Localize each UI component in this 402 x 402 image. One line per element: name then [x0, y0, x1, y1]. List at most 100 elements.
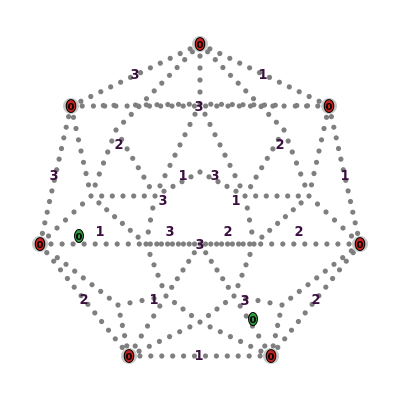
grid-dot[interactable]	[275, 322, 281, 328]
grid-dot[interactable]	[147, 241, 153, 247]
grid-dot[interactable]	[227, 162, 233, 168]
grid-dot[interactable]	[158, 241, 164, 247]
grid-dot[interactable]	[318, 137, 325, 143]
grid-dot[interactable]	[227, 55, 233, 61]
grid-dot[interactable]	[316, 148, 322, 154]
grid-dot[interactable]	[187, 121, 193, 127]
anchor-node-left[interactable]: 0	[32, 236, 48, 252]
grid-dot[interactable]	[187, 324, 193, 330]
grid-dot[interactable]	[127, 300, 133, 306]
grid-dot[interactable]	[202, 353, 209, 359]
grid-dot[interactable]	[165, 241, 171, 247]
grid-dot[interactable]	[66, 114, 72, 120]
grid-dot[interactable]	[79, 201, 86, 207]
grid-dot[interactable]	[224, 183, 230, 189]
grid-dot[interactable]	[251, 241, 257, 247]
grid-dot[interactable]	[169, 103, 175, 109]
clue-number[interactable]: 3	[165, 225, 174, 240]
grid-dot[interactable]	[249, 229, 255, 235]
grid-dot[interactable]	[42, 220, 48, 226]
grid-dot[interactable]	[340, 167, 346, 173]
grid-dot[interactable]	[259, 165, 265, 171]
grid-dot[interactable]	[212, 57, 218, 63]
grid-dot[interactable]	[56, 156, 62, 162]
grid-dot[interactable]	[54, 167, 60, 173]
grid-dot[interactable]	[275, 344, 281, 350]
grid-dot[interactable]	[288, 295, 294, 301]
grid-dot[interactable]	[144, 323, 151, 329]
grid-dot[interactable]	[78, 148, 84, 154]
grid-dot[interactable]	[205, 312, 212, 319]
grid-dot[interactable]	[203, 250, 209, 256]
grid-dot[interactable]	[143, 102, 149, 108]
grid-dot[interactable]	[132, 343, 138, 349]
grid-dot[interactable]	[188, 174, 194, 180]
grid-dot[interactable]	[70, 241, 76, 247]
grid-dot[interactable]	[197, 77, 203, 83]
clue-number[interactable]: 3	[240, 294, 249, 309]
grid-dot[interactable]	[191, 353, 198, 359]
grid-dot[interactable]	[112, 214, 118, 220]
grid-dot[interactable]	[197, 319, 203, 325]
grid-dot[interactable]	[282, 214, 288, 220]
grid-dot[interactable]	[182, 132, 188, 138]
grid-dot[interactable]	[225, 241, 231, 247]
grid-dot[interactable]	[79, 103, 85, 109]
grid-dot[interactable]	[243, 295, 249, 301]
grid-dot[interactable]	[124, 103, 130, 109]
grid-dot[interactable]	[96, 171, 102, 177]
grid-dot[interactable]	[125, 241, 131, 247]
grid-dot[interactable]	[141, 174, 147, 180]
grid-dot[interactable]	[57, 267, 64, 273]
grid-dot[interactable]	[343, 258, 349, 264]
grid-dot[interactable]	[282, 336, 288, 342]
clue-number[interactable]: 2	[294, 225, 303, 240]
grid-dot[interactable]	[108, 84, 114, 90]
grid-dot[interactable]	[92, 310, 98, 316]
grid-dot[interactable]	[141, 193, 147, 199]
grid-dot[interactable]	[270, 343, 276, 349]
grid-dot[interactable]	[277, 312, 283, 318]
grid-dot[interactable]	[315, 103, 321, 109]
grid-dot[interactable]	[112, 336, 118, 342]
grid-dot[interactable]	[124, 343, 130, 349]
grid-dot[interactable]	[276, 79, 282, 85]
grid-dot[interactable]	[224, 353, 230, 359]
grid-dot[interactable]	[233, 188, 239, 194]
grid-dot[interactable]	[296, 288, 302, 294]
grid-dot[interactable]	[197, 53, 203, 59]
grid-dot[interactable]	[323, 114, 330, 120]
grid-dot[interactable]	[111, 102, 117, 108]
grid-dot[interactable]	[44, 250, 50, 256]
grid-dot[interactable]	[202, 111, 208, 117]
grid-dot[interactable]	[117, 312, 123, 318]
grid-dot[interactable]	[295, 193, 301, 199]
grid-dot[interactable]	[120, 193, 126, 199]
grid-dot[interactable]	[151, 295, 157, 301]
grid-dot[interactable]	[71, 209, 77, 215]
grid-dot[interactable]	[215, 179, 221, 185]
clue-number[interactable]: 3	[195, 238, 204, 253]
grid-dot[interactable]	[207, 324, 213, 330]
grid-dot[interactable]	[118, 79, 124, 85]
grid-dot[interactable]	[217, 50, 223, 57]
grid-dot[interactable]	[302, 182, 308, 188]
grid-dot[interactable]	[197, 101, 203, 107]
grid-dot[interactable]	[257, 353, 263, 359]
grid-dot[interactable]	[247, 65, 253, 71]
grid-dot[interactable]	[143, 96, 150, 102]
grid-dot[interactable]	[248, 343, 254, 349]
grid-dot[interactable]	[235, 353, 241, 359]
grid-dot[interactable]	[189, 49, 195, 55]
grid-dot[interactable]	[229, 241, 235, 247]
grid-dot[interactable]	[220, 276, 226, 282]
grid-dot[interactable]	[242, 193, 248, 199]
grid-dot[interactable]	[197, 241, 203, 247]
grid-dot[interactable]	[272, 102, 278, 108]
grid-dot[interactable]	[243, 262, 249, 268]
grid-dot[interactable]	[98, 288, 104, 294]
grid-dot[interactable]	[88, 193, 94, 199]
grid-dot[interactable]	[114, 241, 120, 247]
grid-dot[interactable]	[159, 80, 165, 86]
grid-dot[interactable]	[202, 241, 209, 247]
